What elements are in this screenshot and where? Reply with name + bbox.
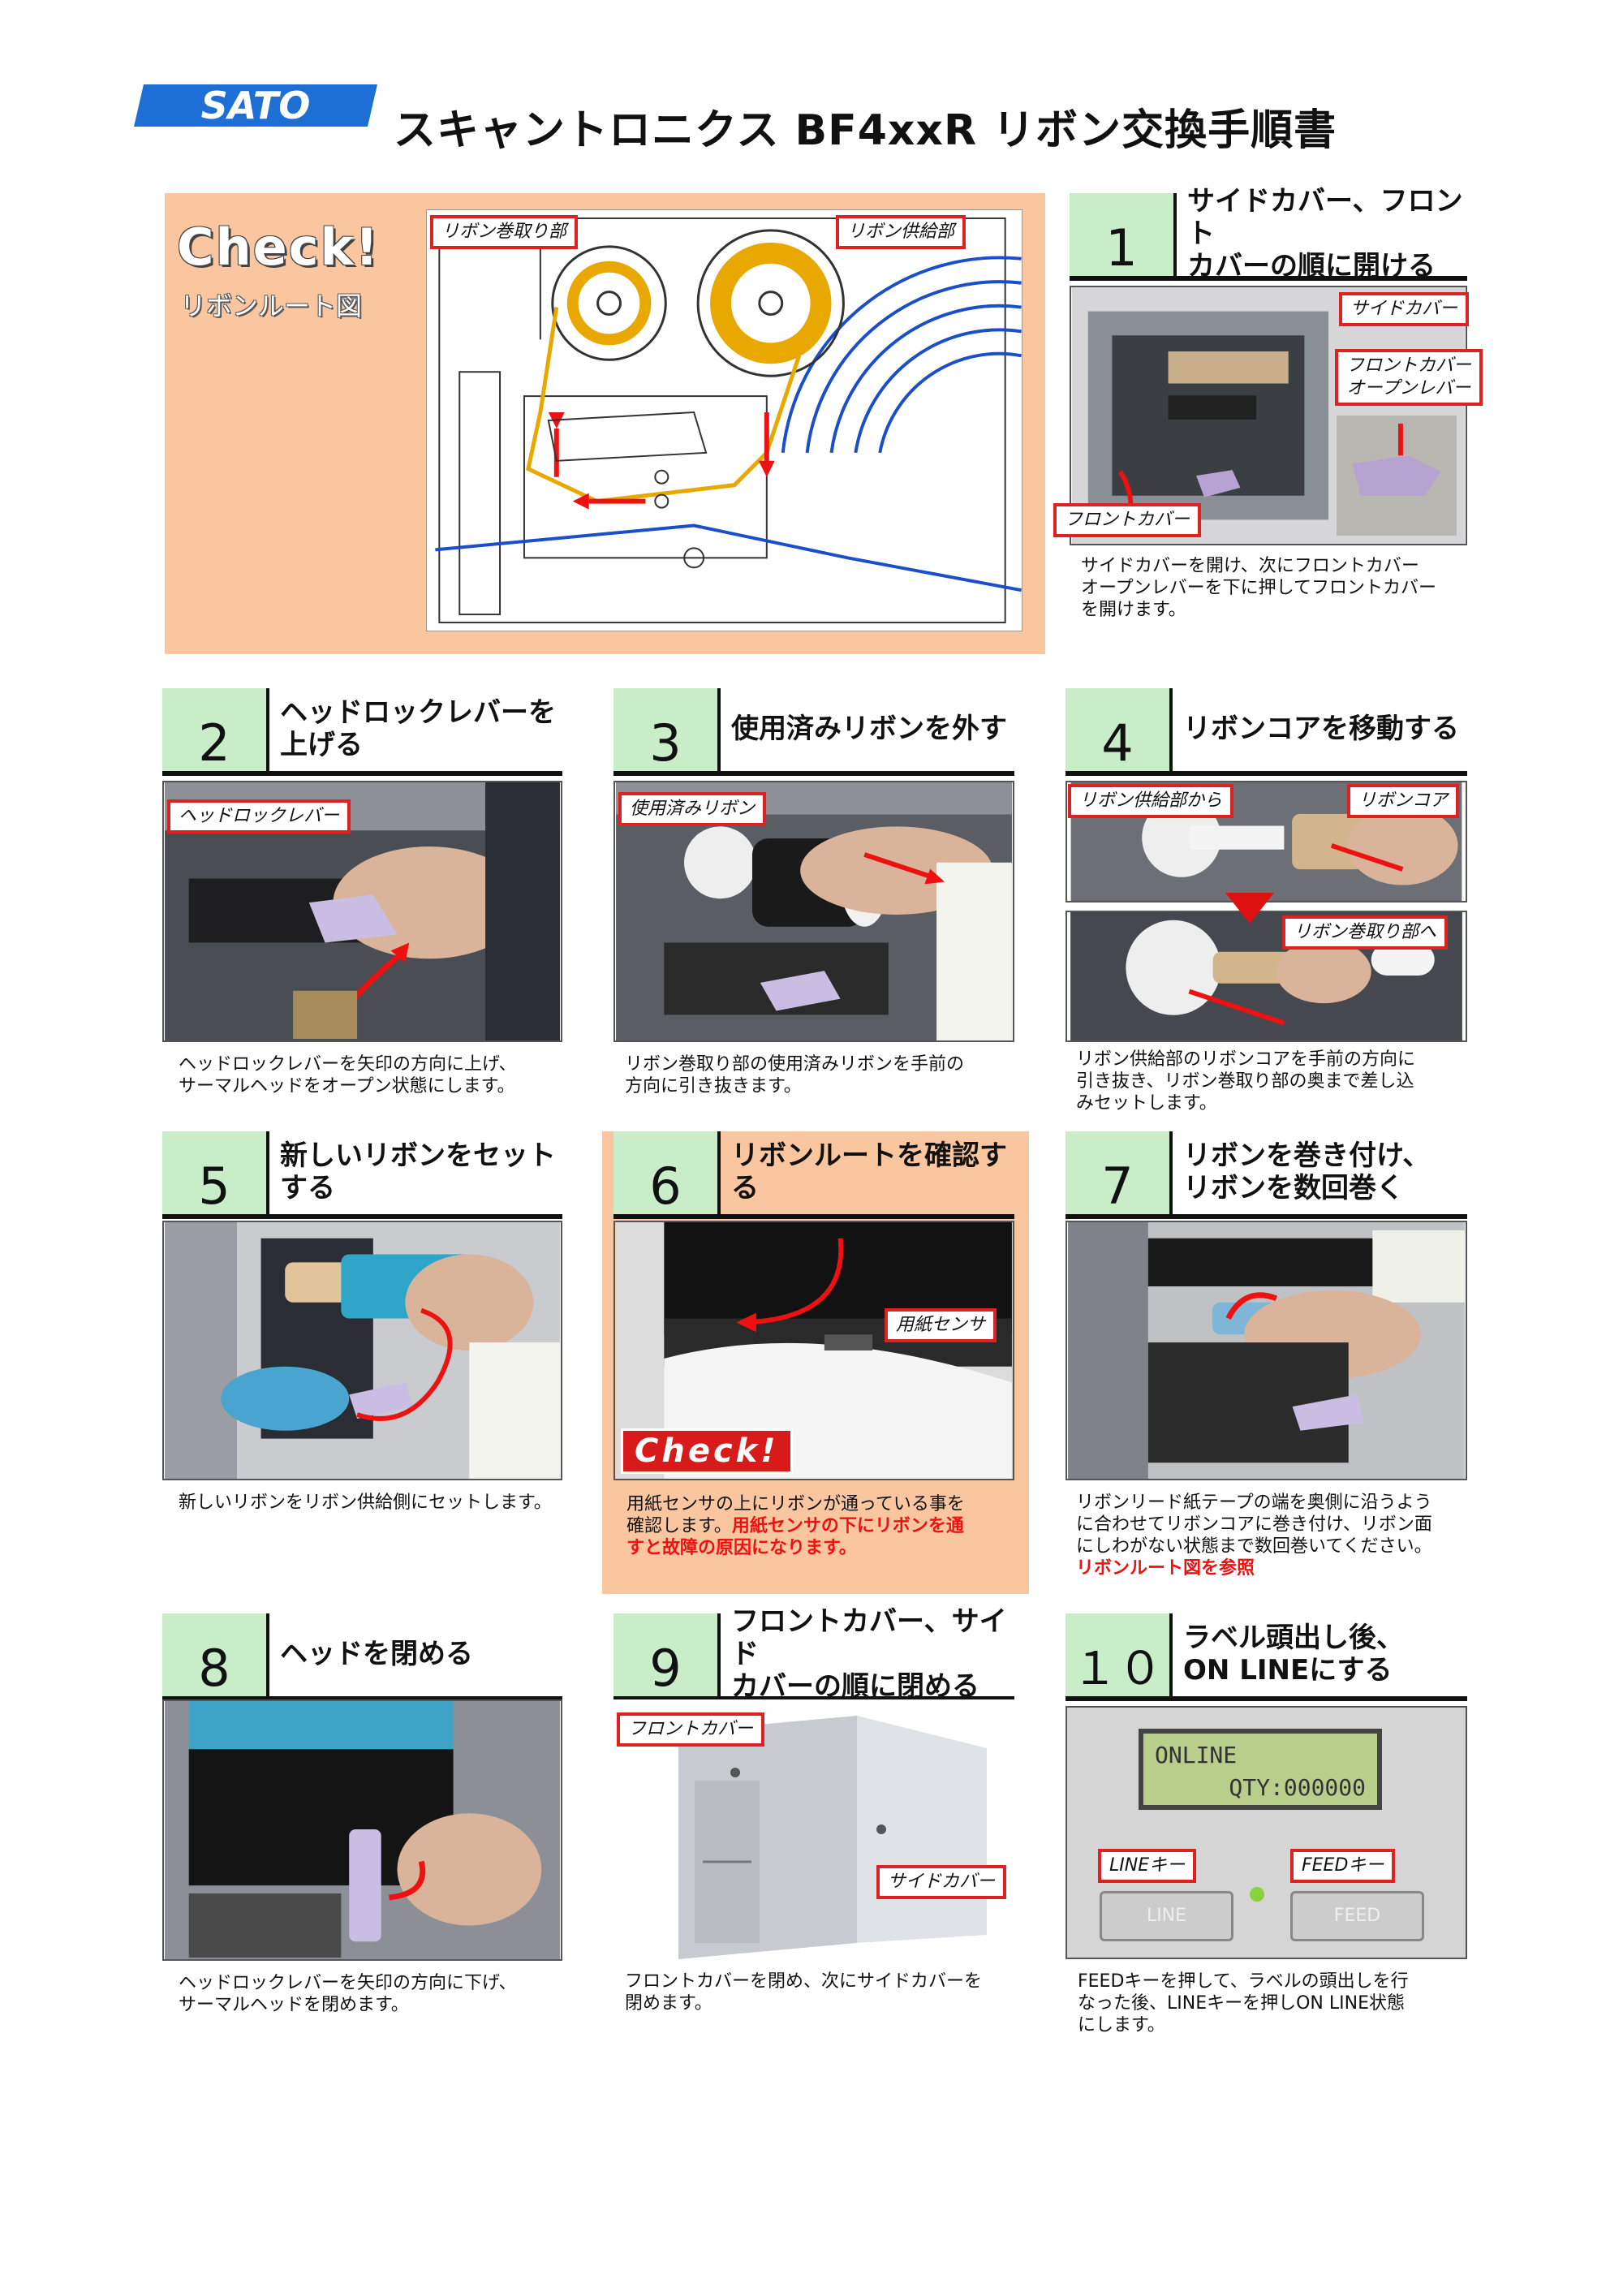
lcd-display: ONLINE QTY:000000 bbox=[1139, 1729, 1382, 1810]
logo-text: SATO bbox=[201, 84, 311, 127]
feed-key[interactable]: FEED bbox=[1290, 1891, 1424, 1941]
step-6-header: 6 リボンルートを確認する bbox=[613, 1131, 1014, 1219]
step-10-number: １０ bbox=[1072, 1643, 1163, 1695]
step-7-photo bbox=[1065, 1221, 1467, 1480]
step-4-header: 4 リボンコアを移動する bbox=[1065, 688, 1467, 776]
step-8-number: 8 bbox=[198, 1639, 230, 1698]
callout-used-ribbon: 使用済みリボン bbox=[618, 792, 767, 826]
status-led bbox=[1250, 1887, 1264, 1902]
callout-front-cover: フロントカバー bbox=[1053, 503, 1202, 537]
callout-side-cover: サイドカバー bbox=[876, 1865, 1007, 1899]
page-title: スキャントロニクス BF4xxR リボン交換手順書 bbox=[394, 106, 1337, 155]
step-5-header: 5 新しいリボンをセットする bbox=[162, 1131, 562, 1219]
callout-ribbon-core: リボンコア bbox=[1347, 784, 1460, 818]
step-9-title: フロントカバー、サイド カバーの順に閉める bbox=[731, 1605, 1007, 1703]
step-1-header: 1 サイドカバー、フロント カバーの順に開ける bbox=[1070, 185, 1467, 282]
step-10-description: FEEDキーを押して、ラベルの頭出しを行 なった後、LINEキーを押しON LI… bbox=[1078, 1971, 1409, 2035]
step-4-photo-top bbox=[1065, 781, 1467, 902]
step-10-header: １０ ラベル頭出し後、 ON LINEにする bbox=[1065, 1613, 1467, 1701]
step-5-number: 5 bbox=[198, 1157, 230, 1216]
step-7-description: リボンリード紙テープの端を奥側に沿うよう に合わせてリボンコアに巻き付け、リボン… bbox=[1076, 1492, 1432, 1579]
lcd-line-1: ONLINE bbox=[1155, 1742, 1238, 1768]
callout-feed-key: FEEDキー bbox=[1290, 1849, 1396, 1883]
step-10-title: ラベル頭出し後、 ON LINEにする bbox=[1183, 1622, 1404, 1686]
step-6-number: 6 bbox=[649, 1157, 682, 1216]
step-9-description: フロントカバーを閉め、次にサイドカバーを 閉めます。 bbox=[625, 1971, 983, 2014]
step-6-desc-text: 用紙センサの上にリボンが通っている事を 確認します。 bbox=[626, 1494, 965, 1536]
step-2-title: ヘッドロックレバーを 上げる bbox=[280, 696, 556, 761]
step-7-title: リボンを巻き付け、 リボンを数回巻く bbox=[1183, 1139, 1431, 1204]
callout-to-take-up: リボン巻取り部へ bbox=[1282, 915, 1449, 950]
step-5-photo bbox=[162, 1221, 562, 1480]
step-1-title: サイドカバー、フロント カバーの順に開ける bbox=[1187, 185, 1463, 282]
step-6-description: 用紙センサの上にリボンが通っている事を 確認します。用紙センサの下にリボンを通 … bbox=[626, 1493, 965, 1559]
callout-front-cover: フロントカバー bbox=[617, 1712, 765, 1747]
callout-side-cover: サイドカバー bbox=[1339, 292, 1470, 326]
step-9-number: 9 bbox=[649, 1639, 682, 1698]
callout-take-up: リボン巻取り部 bbox=[430, 215, 579, 249]
step-7-route-reference: リボンルート図を参照 bbox=[1076, 1558, 1255, 1579]
step-5-title: 新しいリボンをセットする bbox=[280, 1139, 556, 1204]
line-key[interactable]: LINE bbox=[1100, 1891, 1233, 1941]
step-9-header: 9 フロントカバー、サイド カバーの順に閉める bbox=[613, 1605, 1014, 1703]
ribbon-route-diagram bbox=[426, 209, 1022, 631]
step-2-header: 2 ヘッドロックレバーを 上げる bbox=[162, 688, 562, 776]
step-3-number: 3 bbox=[649, 713, 682, 773]
step-8-title: ヘッドを閉める bbox=[280, 1638, 473, 1670]
callout-paper-sensor: 用紙センサ bbox=[885, 1308, 997, 1342]
callout-front-cover-open-lever: フロントカバー オープンレバー bbox=[1335, 349, 1483, 406]
step-4-title: リボンコアを移動する bbox=[1183, 713, 1459, 745]
route-diagram-subtitle: リボンルート図 bbox=[180, 291, 363, 321]
callout-from-supply: リボン供給部から bbox=[1068, 784, 1234, 818]
step-2-number: 2 bbox=[198, 713, 230, 773]
step-8-header: 8 ヘッドを閉める bbox=[162, 1613, 562, 1701]
step-3-description: リボン巻取り部の使用済みリボンを手前の 方向に引き抜きます。 bbox=[625, 1054, 965, 1096]
callout-supply: リボン供給部 bbox=[836, 215, 966, 249]
sato-logo: SATO bbox=[134, 84, 377, 127]
step-6-title: リボンルートを確認する bbox=[731, 1139, 1007, 1204]
step-6-check-badge: Check! bbox=[621, 1428, 793, 1474]
step-7-desc-text: リボンリード紙テープの端を奥側に沿うよう に合わせてリボンコアに巻き付け、リボン… bbox=[1076, 1493, 1432, 1557]
callout-line-key: LINEキー bbox=[1098, 1849, 1197, 1883]
step-8-photo bbox=[162, 1699, 562, 1961]
step-4-description: リボン供給部のリボンコアを手前の方向に 引き抜き、リボン巻取り部の奥まで差し込 … bbox=[1076, 1049, 1416, 1114]
step-3-title: 使用済みリボンを外す bbox=[731, 713, 1007, 745]
step-1-number: 1 bbox=[1105, 218, 1138, 278]
step-1-photo bbox=[1070, 286, 1467, 545]
step-5-description: 新しいリボンをリボン供給側にセットします。 bbox=[179, 1493, 552, 1513]
step-3-header: 3 使用済みリボンを外す bbox=[613, 688, 1014, 776]
down-arrow-icon bbox=[1225, 893, 1274, 924]
lcd-line-2: QTY:000000 bbox=[1229, 1774, 1366, 1801]
step-7-header: 7 リボンを巻き付け、 リボンを数回巻く bbox=[1065, 1131, 1467, 1219]
step-4-number: 4 bbox=[1101, 713, 1134, 773]
step-3-photo bbox=[613, 781, 1014, 1042]
step-7-number: 7 bbox=[1101, 1157, 1134, 1216]
step-6-warning: 用紙センサの下にリボンを通 すと故障の原因になります。 bbox=[626, 1516, 964, 1558]
callout-head-lock-lever: ヘッドロックレバー bbox=[167, 799, 351, 834]
step-2-description: ヘッドロックレバーを矢印の方向に上げ、 サーマルヘッドをオープン状態にします。 bbox=[179, 1054, 517, 1096]
step-8-description: ヘッドロックレバーを矢印の方向に下げ、 サーマルヘッドを閉めます。 bbox=[179, 1973, 517, 2015]
check-heading: Check! bbox=[177, 218, 380, 277]
step-1-description: サイドカバーを開け、次にフロントカバー オープンレバーを下に押してフロントカバー… bbox=[1081, 556, 1437, 620]
